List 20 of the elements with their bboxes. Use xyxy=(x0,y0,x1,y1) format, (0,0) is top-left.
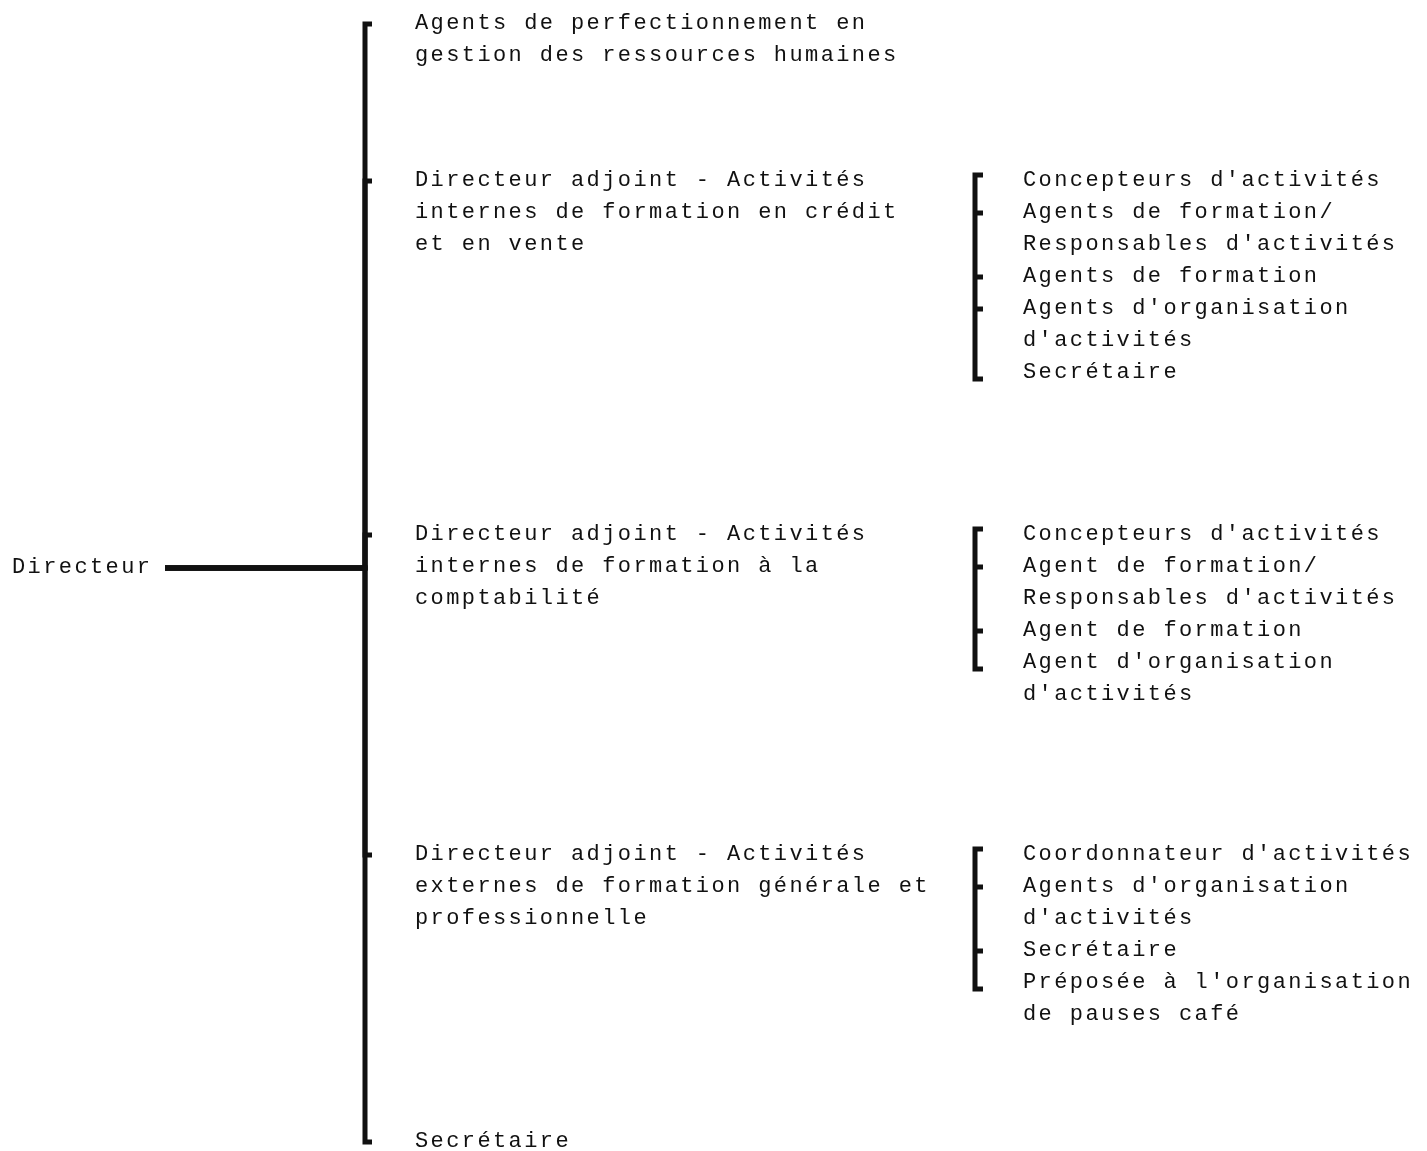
org-label: Secrétaire xyxy=(1023,935,1425,967)
org-label: Agent de formation/ Responsables d'activités xyxy=(1023,551,1425,615)
connector-line xyxy=(165,565,373,1145)
org-label: Directeur xyxy=(0,552,165,584)
org-label: Agents d'organisation d'activités xyxy=(1023,871,1425,935)
org-label: Agent de formation xyxy=(1023,615,1425,647)
org-label: Secrétaire xyxy=(1023,357,1425,389)
org-label: Agent d'organisation d'activités xyxy=(1023,647,1425,711)
org-label: Directeur adjoint - Activités internes de formation en crédit et en vente xyxy=(372,165,932,261)
org-label: Agents de formation xyxy=(1023,261,1425,293)
org-label: Secrétaire xyxy=(372,1126,932,1151)
org-label: Concepteurs d'activités xyxy=(1023,519,1425,551)
org-label: Agents de formation/ Responsables d'activités xyxy=(1023,197,1425,261)
org-label: Directeur adjoint - Activités externes de formation générale et professionnelle xyxy=(372,839,932,935)
org-label: Concepteurs d'activités xyxy=(1023,165,1425,197)
org-label: Préposée à l'organisation de pauses café xyxy=(1023,967,1425,1031)
org-label: Agents d'organisation d'activités xyxy=(1023,293,1425,357)
org-label: Agents de perfectionnement en gestion des ressources humaines xyxy=(372,8,932,72)
org-label: Directeur adjoint - Activités internes de formation à la comptabilité xyxy=(372,519,932,615)
org-label: Coordonnateur d'activités xyxy=(1023,839,1425,871)
